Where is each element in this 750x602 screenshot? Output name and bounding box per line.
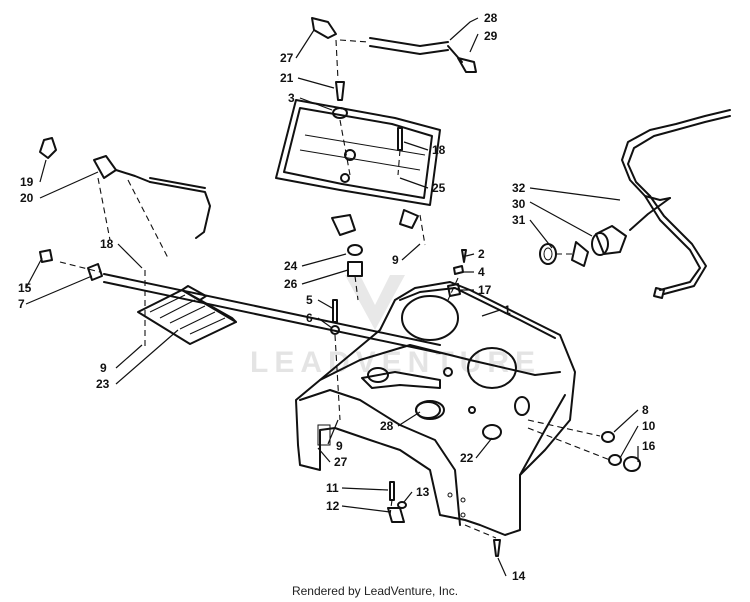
callout-5: 5 <box>306 293 313 307</box>
callout-12: 12 <box>326 499 340 513</box>
callout-3: 3 <box>288 91 295 105</box>
callout-2: 2 <box>478 247 485 261</box>
callout-32: 32 <box>512 181 526 195</box>
callout-28-center: 28 <box>380 419 394 433</box>
callout-7: 7 <box>18 297 25 311</box>
callout-30: 30 <box>512 197 526 211</box>
callout-18-top: 18 <box>432 143 446 157</box>
callout-9-bottom: 9 <box>336 439 343 453</box>
callout-31: 31 <box>512 213 526 227</box>
callout-16: 16 <box>642 439 656 453</box>
callout-8: 8 <box>642 403 649 417</box>
screw-stack-center <box>330 299 341 421</box>
callout-9-left: 9 <box>100 361 107 375</box>
right-hardware <box>527 419 641 472</box>
callout-13: 13 <box>416 485 430 499</box>
callout-22: 22 <box>460 451 474 465</box>
callout-25: 25 <box>432 181 446 195</box>
callout-26: 26 <box>284 277 298 291</box>
callout-1: 1 <box>504 303 511 317</box>
bottom-hardware <box>387 481 501 557</box>
callout-9-center: 9 <box>392 253 399 267</box>
callout-6: 6 <box>306 311 313 325</box>
plate-clip <box>331 209 426 246</box>
center-grommet <box>415 401 441 419</box>
footer-credit: Rendered by LeadVenture, Inc. <box>291 584 459 598</box>
screw-18-top <box>397 127 403 176</box>
callout-24: 24 <box>284 259 298 273</box>
wiring-harness <box>539 109 731 299</box>
callout-27-top: 27 <box>280 51 294 65</box>
leader-lines <box>25 17 639 577</box>
instrument-cover-plate <box>275 99 441 206</box>
callout-29: 29 <box>484 29 498 43</box>
switch-plate <box>137 270 237 348</box>
hose-assembly <box>311 17 477 73</box>
callout-15: 15 <box>18 281 32 295</box>
callout-labels: 28 29 27 21 3 18 25 19 20 32 30 31 18 24… <box>18 11 656 583</box>
callout-23: 23 <box>96 377 110 391</box>
panel-fasteners <box>447 249 467 301</box>
cross-rod <box>59 261 441 354</box>
callout-20: 20 <box>20 191 34 205</box>
callout-4: 4 <box>478 265 485 279</box>
watermark-logo: LEADVENTURE <box>250 275 541 379</box>
throttle-cable <box>39 137 211 259</box>
callout-28-hose: 28 <box>484 11 498 25</box>
callout-17: 17 <box>478 283 492 297</box>
callout-18-left: 18 <box>100 237 114 251</box>
callout-10: 10 <box>642 419 656 433</box>
callout-21: 21 <box>280 71 294 85</box>
callout-11: 11 <box>326 481 339 495</box>
callout-27-bottom: 27 <box>334 455 348 469</box>
watermark-text: LEADVENTURE <box>250 346 541 379</box>
callout-14: 14 <box>512 569 526 583</box>
screw-washer-top <box>332 39 351 176</box>
callout-19: 19 <box>20 175 34 189</box>
switch-assembly <box>347 244 363 301</box>
